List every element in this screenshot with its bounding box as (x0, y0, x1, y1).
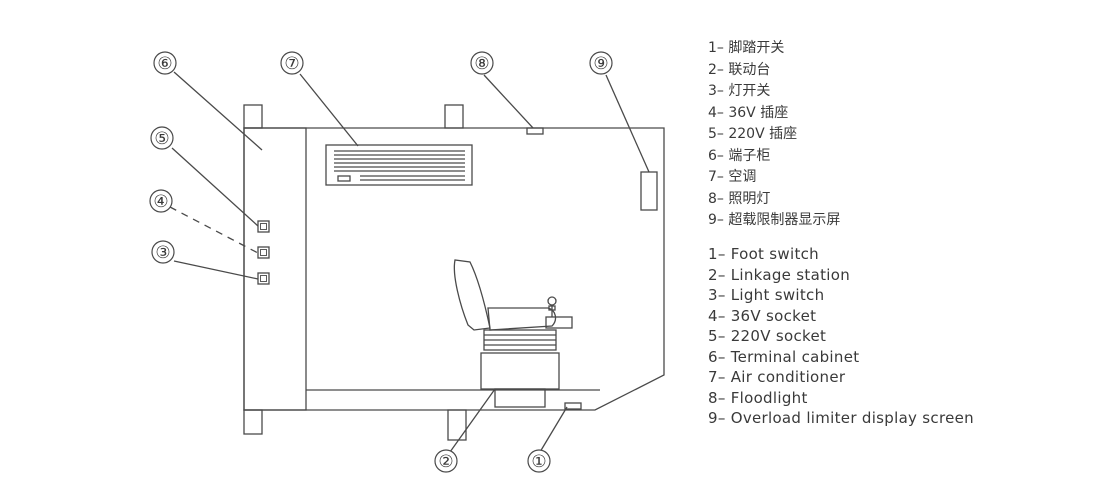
light-switch (257, 272, 270, 285)
legend-cn-item: 7– 空调 (708, 169, 757, 185)
foot-switch (564, 402, 582, 410)
legend-en-item: 2– Linkage station (708, 265, 850, 284)
operator-seat (453, 259, 560, 408)
callout-8: ⑧ (470, 51, 494, 75)
callout-2-label: ② (438, 452, 453, 472)
callout-1-label: ① (531, 452, 546, 472)
floodlight (526, 127, 544, 135)
callout-6-label: ⑥ (157, 54, 172, 74)
callout-7: ⑦ (280, 51, 304, 75)
top-post-left (243, 104, 263, 129)
legend-cn-item: 8– 照明灯 (708, 190, 771, 207)
legend-en-item: 7– Air conditioner (708, 368, 846, 386)
legend-english: 1– Foot switch 2– Linkage station 3– Lig… (708, 244, 974, 429)
legend-cn-item: 2– 联动台 (708, 61, 771, 78)
callout-9-label: ⑨ (593, 54, 608, 74)
legend-en-item: 3– Light switch (708, 286, 825, 304)
callout-3-label: ③ (155, 243, 170, 263)
leader-6 (173, 71, 263, 151)
callout-8-label: ⑧ (474, 54, 489, 74)
legend-en-item: 1– Foot switch (708, 245, 819, 263)
callout-6: ⑥ (153, 51, 177, 75)
legend-en-item: 6– Terminal cabinet (708, 347, 860, 366)
legend-cn-item: 1– 脚踏开关 (708, 40, 785, 56)
socket-220v (257, 220, 270, 233)
legend-en-item: 4– 36V socket (708, 306, 817, 325)
leader-2 (449, 388, 496, 453)
legend-cn-item: 6– 端子柜 (708, 147, 771, 164)
leader-7 (299, 73, 359, 147)
legend-cn-item: 9– 超载限制器显示屏 (708, 212, 841, 228)
leader-3 (173, 260, 259, 280)
callout-4: ④ (149, 189, 173, 213)
legend-cn-item: 4– 36V 插座 (708, 104, 789, 121)
callout-1: ① (527, 449, 551, 473)
callout-4-label: ④ (153, 192, 168, 212)
leader-4 (169, 206, 259, 254)
callout-2: ② (434, 449, 458, 473)
legend-en-item: 9– Overload limiter display screen (708, 409, 974, 427)
bottom-foot-right (447, 409, 467, 441)
socket-36v (257, 246, 270, 259)
legend-en-item: 5– 220V socket (708, 327, 827, 345)
leader-8 (483, 74, 534, 129)
leader-9 (605, 74, 650, 173)
callout-5-label: ⑤ (154, 129, 169, 149)
terminal-cabinet (243, 127, 307, 411)
callout-5: ⑤ (150, 126, 174, 150)
bottom-foot-left (243, 409, 263, 435)
legend-cn-item: 3– 灯开关 (708, 83, 771, 99)
overload-display (640, 171, 658, 211)
legend-chinese: 1– 脚踏开关 2– 联动台 3– 灯开关 4– 36V 插座 5– 220V … (708, 38, 840, 232)
callout-9: ⑨ (589, 51, 613, 75)
legend-en-item: 8– Floodlight (708, 388, 808, 407)
callout-3: ③ (151, 240, 175, 264)
top-post-right (444, 104, 464, 129)
legend-cn-item: 5– 220V 插座 (708, 126, 798, 142)
leader-5 (171, 147, 259, 227)
linkage-station (545, 296, 573, 329)
leader-1 (539, 406, 568, 453)
air-conditioner (325, 144, 473, 186)
callout-7-label: ⑦ (284, 54, 299, 74)
